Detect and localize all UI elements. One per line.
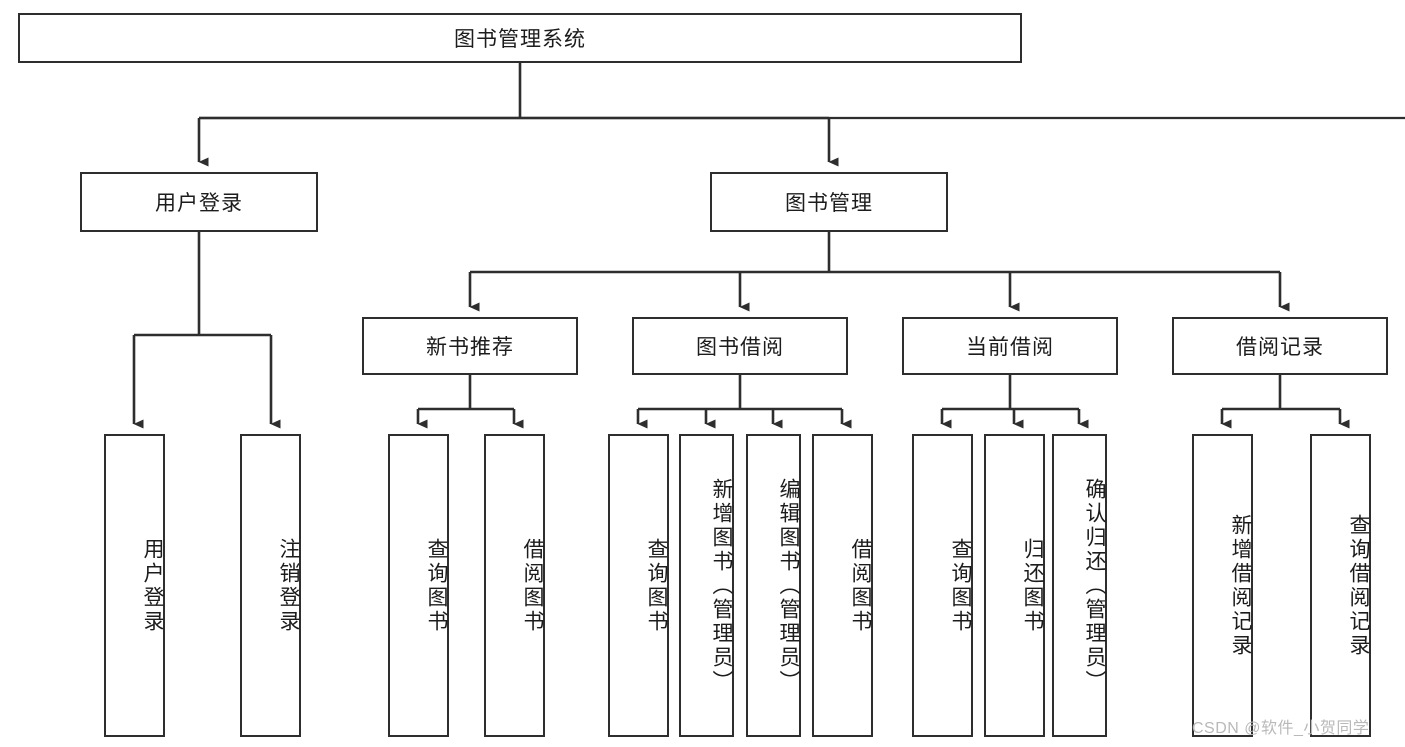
node-leaf-add-borrow-record[interactable]: 新增借阅记录	[1192, 434, 1253, 737]
node-leaf-borrow-book-1-label: 借阅图书	[521, 537, 544, 634]
node-current-borrow-label: 当前借阅	[966, 336, 1054, 359]
node-leaf-logout-login-label: 注销登录	[277, 537, 300, 634]
node-current-borrow[interactable]: 当前借阅	[902, 317, 1118, 375]
node-leaf-borrow-book-1[interactable]: 借阅图书	[484, 434, 545, 737]
node-leaf-confirm-return-label: 确认归还（管理员）	[1083, 477, 1106, 694]
node-leaf-query-borrow-record[interactable]: 查询借阅记录	[1310, 434, 1371, 737]
node-leaf-query-book-1[interactable]: 查询图书	[388, 434, 449, 737]
node-leaf-query-book-1-label: 查询图书	[425, 537, 448, 634]
csdn-watermark: CSDN @软件_小贺同学	[1192, 720, 1370, 737]
node-leaf-return-book-label: 归还图书	[1021, 537, 1044, 634]
node-leaf-query-borrow-record-label: 查询借阅记录	[1347, 513, 1370, 658]
node-user-login[interactable]: 用户登录	[80, 172, 318, 232]
node-leaf-query-book-3[interactable]: 查询图书	[912, 434, 973, 737]
node-book-manage[interactable]: 图书管理	[710, 172, 948, 232]
node-leaf-edit-book-label: 编辑图书（管理员）	[777, 477, 800, 694]
node-leaf-query-book-2-label: 查询图书	[645, 537, 668, 634]
node-book-manage-label: 图书管理	[785, 192, 873, 215]
node-root[interactable]: 图书管理系统	[18, 13, 1022, 63]
node-new-book-recommend[interactable]: 新书推荐	[362, 317, 578, 375]
node-user-login-label: 用户登录	[155, 192, 243, 215]
node-leaf-borrow-book-2[interactable]: 借阅图书	[812, 434, 873, 737]
node-leaf-query-book-3-label: 查询图书	[949, 537, 972, 634]
node-borrow-record[interactable]: 借阅记录	[1172, 317, 1388, 375]
node-new-book-recommend-label: 新书推荐	[426, 336, 514, 359]
node-book-borrow[interactable]: 图书借阅	[632, 317, 848, 375]
node-leaf-edit-book[interactable]: 编辑图书（管理员）	[746, 434, 801, 737]
node-leaf-user-login-label: 用户登录	[141, 537, 164, 634]
node-book-borrow-label: 图书借阅	[696, 336, 784, 359]
node-leaf-query-book-2[interactable]: 查询图书	[608, 434, 669, 737]
node-leaf-confirm-return[interactable]: 确认归还（管理员）	[1052, 434, 1107, 737]
node-leaf-add-book[interactable]: 新增图书（管理员）	[679, 434, 734, 737]
node-leaf-borrow-book-2-label: 借阅图书	[849, 537, 872, 634]
node-leaf-user-login[interactable]: 用户登录	[104, 434, 165, 737]
node-leaf-add-borrow-record-label: 新增借阅记录	[1229, 513, 1252, 658]
node-leaf-add-book-label: 新增图书（管理员）	[710, 477, 733, 694]
node-leaf-return-book[interactable]: 归还图书	[984, 434, 1045, 737]
node-borrow-record-label: 借阅记录	[1236, 336, 1324, 359]
node-root-label: 图书管理系统	[454, 28, 586, 51]
node-leaf-logout-login[interactable]: 注销登录	[240, 434, 301, 737]
